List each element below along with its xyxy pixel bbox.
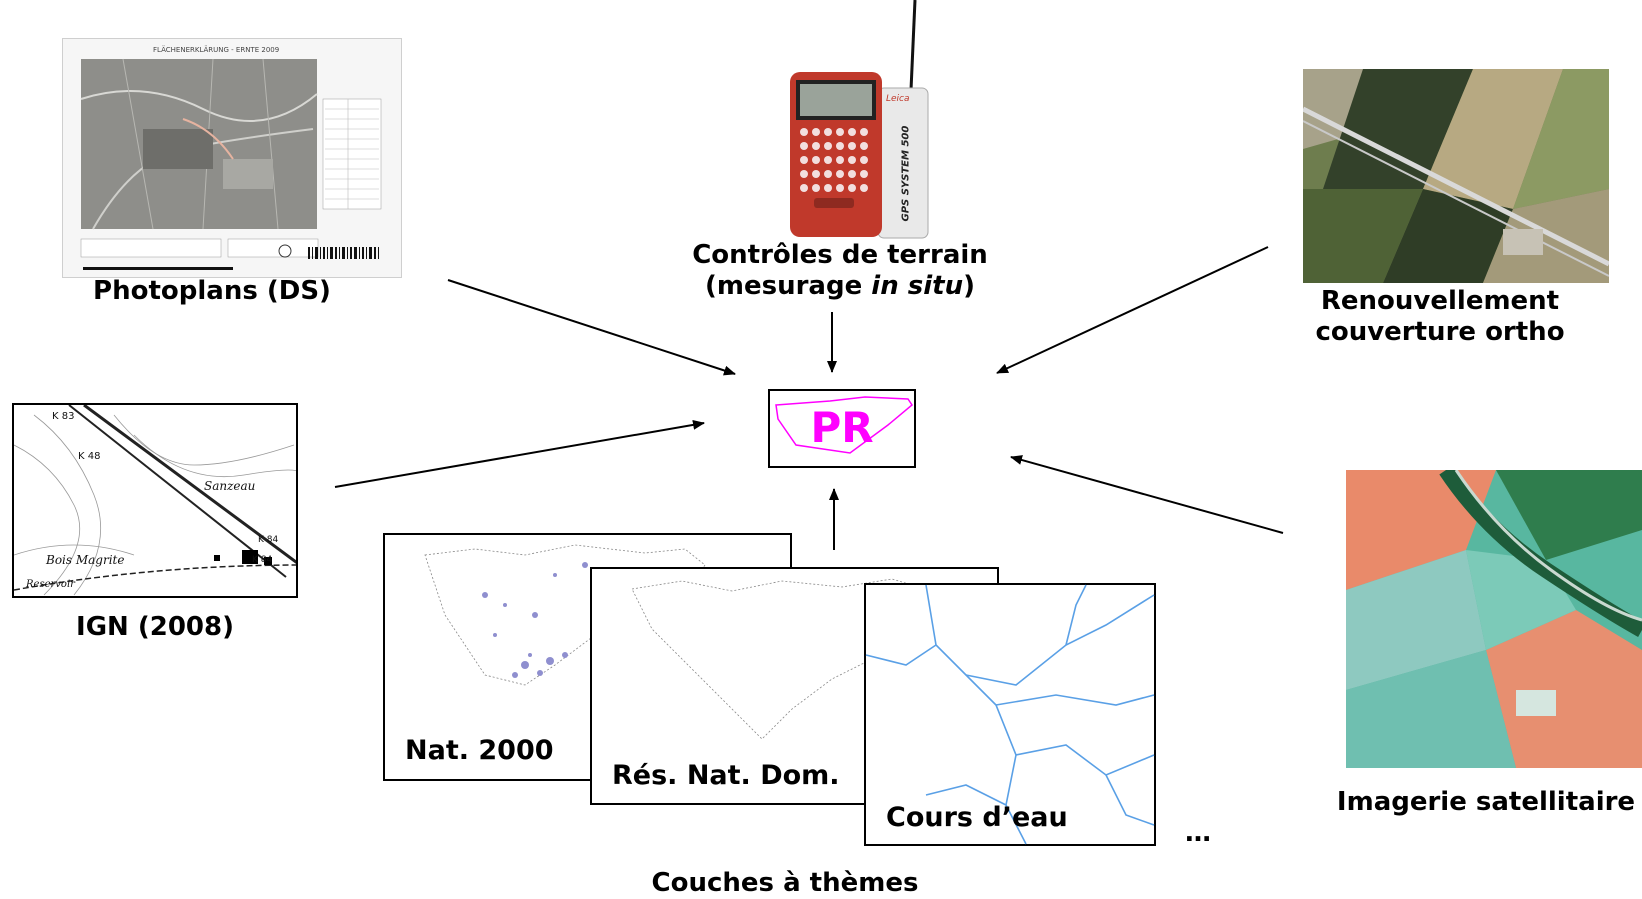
ign-map-label-bois-magrite: Bois Magrite [46, 553, 125, 567]
ortho-label-line1: Renouvellement [1320, 286, 1560, 316]
pr-label: PR [810, 403, 874, 452]
arrow-ortho [996, 246, 1269, 374]
layer-title-res-nat-dom: Rés. Nat. Dom. [612, 760, 840, 791]
arrow-ign [334, 419, 705, 488]
ign-map-label-k84b: K 84 [252, 555, 273, 565]
ign-label: IGN (2008) [76, 612, 234, 642]
gps-model: GPS SYSTEM 500 [900, 125, 912, 222]
ign-map-label-k48: K 48 [78, 451, 101, 462]
pr-box: PR [768, 389, 916, 468]
terrain-label-line1: Contrôles de terrain [692, 240, 988, 270]
layers-more-ellipsis: … [1185, 818, 1211, 848]
layer-card-cours-eau: Cours d’eau [864, 583, 1156, 846]
ign-map-label-k83: K 83 [52, 411, 75, 422]
ortho-aerial-image [1303, 69, 1609, 283]
gps-device-image: Leica GPS SYSTEM 500 [790, 0, 932, 240]
photoplan-image: FLÄCHENERKLÄRUNG - ERNTE 2009 [62, 38, 402, 278]
terrain-label-line2: (mesurage in situ) [705, 271, 975, 301]
terrain-label: Contrôles de terrain (mesurage in situ) [690, 240, 990, 302]
layer-title-nat2000: Nat. 2000 [405, 735, 554, 766]
parcel-outline-icon [775, 396, 913, 454]
ign-map-label-sanzeau: Sanzeau [204, 479, 256, 493]
ortho-label-line2: couverture ortho [1315, 317, 1565, 347]
layers-label: Couches à thèmes [651, 868, 919, 898]
photoplans-label: Photoplans (DS) [93, 276, 331, 306]
ign-map-label-reservoir: Reservoir [26, 579, 75, 590]
ign-map-image: K 83 K 48 Sanzeau Bois Magrite K 84 K 84… [12, 403, 298, 598]
arrow-satellite [1010, 455, 1284, 534]
arrow-photoplans [447, 279, 736, 376]
gps-brand: Leica [886, 94, 910, 104]
photoplan-doc-title: FLÄCHENERKLÄRUNG - ERNTE 2009 [153, 46, 280, 54]
layer-title-cours-eau: Cours d’eau [886, 802, 1068, 833]
satellite-label: Imagerie satellitaire [1336, 787, 1636, 817]
ortho-label: Renouvellement couverture ortho [1290, 286, 1590, 348]
satellite-image [1346, 470, 1642, 768]
terrain-label-italic: in situ [871, 271, 964, 301]
ign-map-label-k84a: K 84 [258, 535, 279, 545]
